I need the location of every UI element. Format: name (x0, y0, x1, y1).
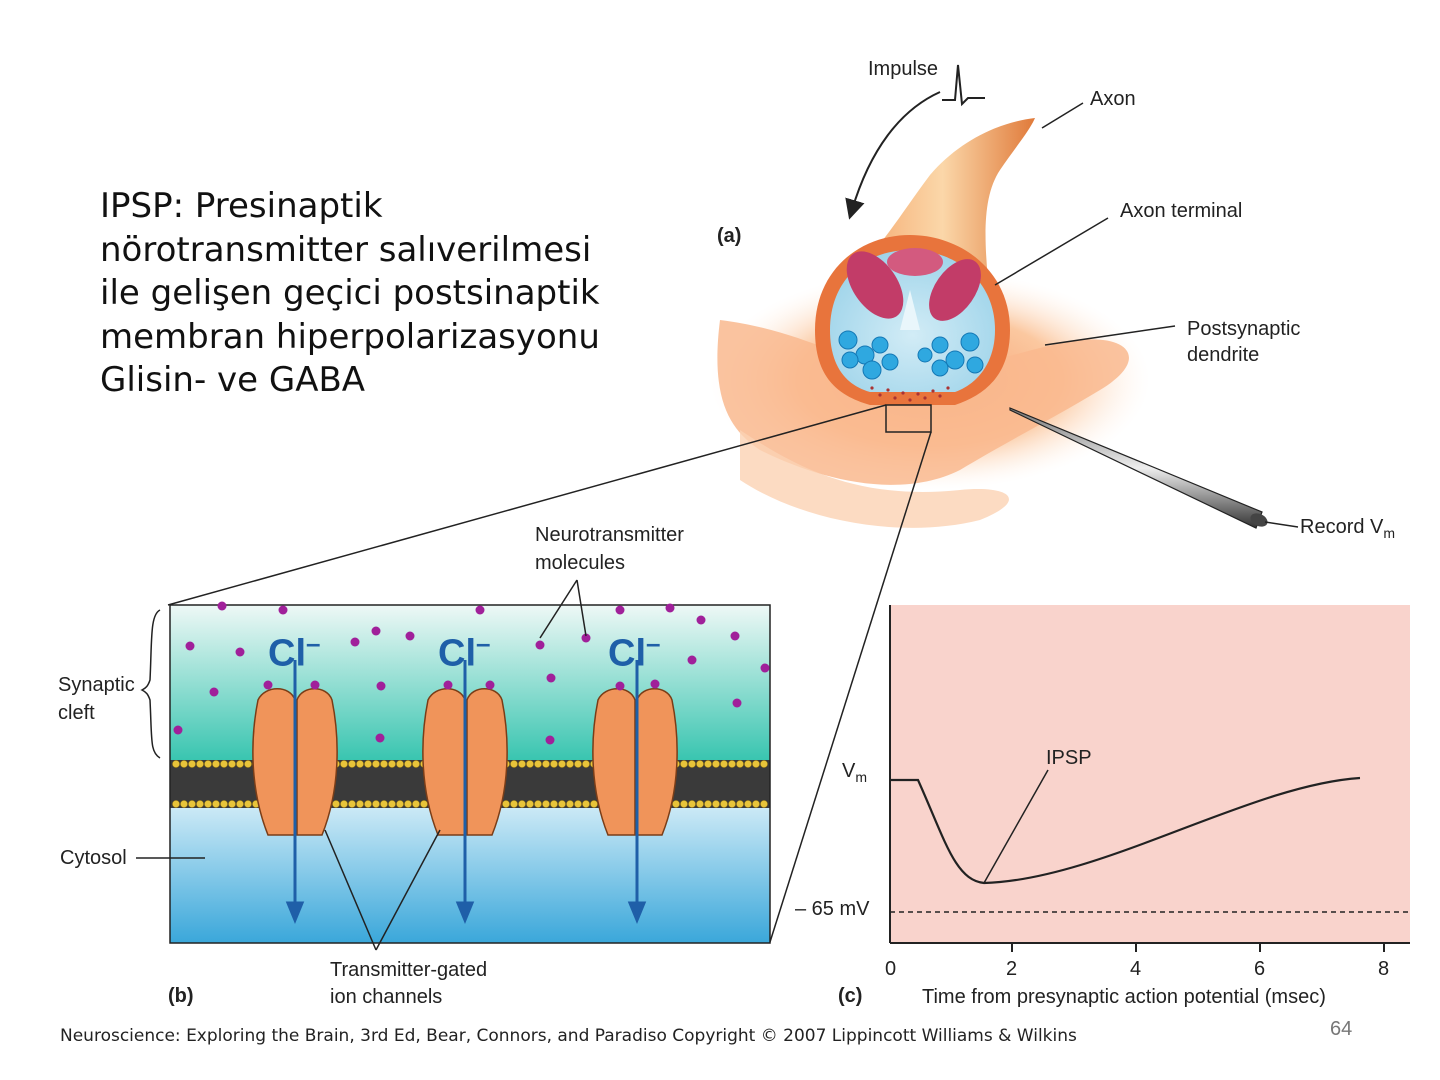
slide-text-line: nörotransmitter salıverilmesi (100, 229, 592, 270)
panel-c-graph (889, 605, 1410, 952)
panel-b-leader-lines (136, 579, 587, 951)
slide-text-line: membran hiperpolarizasyonu (100, 316, 600, 357)
axon-terminal-label: Axon terminal (1120, 200, 1243, 222)
x-tick-label: 4 (1130, 958, 1142, 980)
vm-subscript: m (855, 769, 868, 785)
synaptic-label: Synaptic (58, 674, 135, 696)
record-vm-text: Record V (1300, 516, 1384, 538)
postsynaptic-label: Postsynaptic (1187, 318, 1301, 340)
x-tick-label: 8 (1378, 958, 1390, 980)
ion-charge: – (306, 628, 321, 658)
copyright-footer: Neuroscience: Exploring the Brain, 3rd E… (60, 1026, 1077, 1046)
slide-body-text: IPSP: Presinaptik nörotransmitter salıve… (100, 185, 660, 403)
record-vm-subscript: m (1383, 525, 1396, 541)
ion-channels-label: ion channels (330, 986, 443, 1008)
panel-b-label: (b) (168, 985, 194, 1007)
panel-a-leader-lines (994, 102, 1299, 528)
molecules-label: molecules (535, 552, 626, 574)
ipsp-label: IPSP (1046, 747, 1092, 769)
panel-c-label: (c) (838, 985, 863, 1007)
ion-charge: – (476, 628, 491, 658)
cytosol-label: Cytosol (60, 847, 127, 869)
dendrite-label: dendrite (1187, 344, 1260, 366)
chloride-ion-label: Cl– (438, 620, 490, 677)
zoom-box (885, 404, 932, 433)
rest-potential-label: – 65 mV (795, 898, 870, 920)
chloride-ion-label: Cl– (608, 620, 660, 677)
page-number: 64 (1330, 1018, 1353, 1040)
recording-electrode (1009, 407, 1268, 529)
axon-terminal-shape (815, 235, 1010, 405)
record-vm-label: Record Vm (1300, 514, 1395, 547)
ipsp-leader-line (983, 769, 1049, 884)
chloride-ion-label: Cl– (268, 620, 320, 677)
x-axis-ticks (1011, 943, 1385, 952)
ion-channel (592, 688, 678, 836)
axon-label: Axon (1090, 88, 1136, 110)
ion-charge: – (646, 628, 661, 658)
impulse-trace-icon (942, 64, 985, 107)
zoom-line-right (769, 431, 932, 943)
slide-text-line: ile gelişen geçici postsinaptik (100, 273, 600, 313)
transmitter-gated-label: Transmitter-gated (330, 959, 488, 981)
ion-symbol: Cl (608, 632, 646, 675)
neurotransmitter-label: Neurotransmitter (535, 524, 684, 546)
slide-text-line: Glisin- ve GABA (100, 360, 366, 400)
ion-symbol: Cl (268, 632, 306, 675)
neurotransmitter-molecules (173, 601, 770, 745)
ion-channel (252, 688, 338, 836)
chloride-flow-arrows (285, 660, 647, 924)
vm-text: V (842, 760, 856, 782)
x-axis-title: Time from presynaptic action potential (… (922, 986, 1326, 1008)
cleft-label: cleft (58, 702, 95, 724)
x-tick-label: 6 (1254, 958, 1266, 980)
slide-text-line: IPSP: Presinaptik (100, 186, 383, 226)
impulse-arrow (845, 91, 941, 220)
ion-symbol: Cl (438, 632, 476, 675)
ipsp-trace (890, 776, 1361, 885)
panel-a-label: (a) (717, 225, 742, 247)
ion-channel (422, 688, 508, 836)
impulse-label: Impulse (868, 58, 939, 80)
vm-axis-label: Vm (842, 758, 867, 791)
x-tick-label: 0 (885, 958, 897, 980)
x-tick-label: 2 (1006, 958, 1018, 980)
zoom-line-left (167, 404, 887, 606)
